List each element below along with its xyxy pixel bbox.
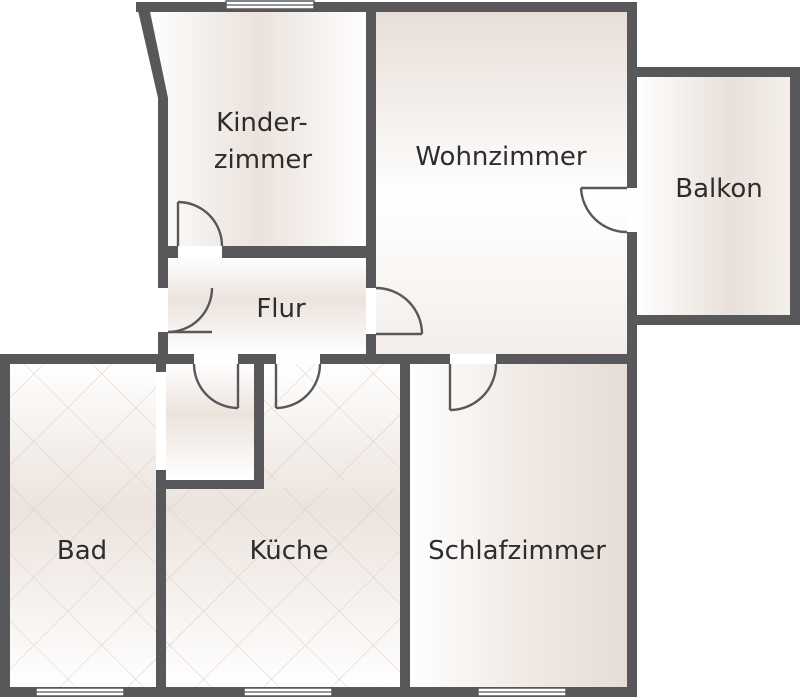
- wall-kinder-left: [158, 98, 168, 266]
- floor-schlafzimmer: [408, 362, 628, 688]
- gap-schlaf: [450, 354, 496, 364]
- tiles-bad: [10, 362, 156, 688]
- gap-kinder: [178, 246, 222, 258]
- wall-balkon-bottom: [627, 315, 800, 325]
- tiles-kueche: [258, 362, 400, 480]
- wall-wohn-right: [627, 2, 637, 364]
- wall-kinder-wohn: [366, 2, 376, 364]
- label-kueche: Küche: [249, 536, 328, 566]
- label-bad: Bad: [57, 536, 107, 566]
- label-kinderzimmer-1: Kinder-: [216, 108, 308, 138]
- floors: [10, 10, 792, 688]
- door-flur-left-arc: [167, 287, 214, 334]
- door-flur-bottom-arc: [192, 363, 239, 410]
- floor-balkon: [636, 76, 792, 316]
- label-balkon: Balkon: [675, 174, 763, 204]
- wall-bad-kueche: [156, 354, 166, 697]
- label-kinderzimmer-2: zimmer: [214, 145, 313, 175]
- wall-ext-bottom: [156, 480, 264, 489]
- gap-flur-bottom-1: [194, 354, 238, 364]
- door-schlaf-arc: [449, 363, 498, 412]
- tiles-kueche-lower: [166, 488, 400, 688]
- wall-ext-right: [254, 354, 264, 488]
- gap-flur-wohn: [366, 288, 376, 334]
- windows: [35, 0, 567, 697]
- label-wohnzimmer: Wohnzimmer: [415, 142, 587, 172]
- gap-bad: [156, 372, 166, 470]
- floor-flur: [166, 256, 368, 354]
- label-schlafzimmer: Schlafzimmer: [428, 536, 606, 566]
- wall-schlaf-right: [627, 354, 637, 697]
- floor-kueche-cover: [166, 362, 258, 480]
- door-wohn-arc: [375, 286, 424, 335]
- wall-left: [0, 354, 10, 697]
- floor-kinderzimmer: [146, 10, 368, 246]
- door-balkon-arc: [579, 187, 628, 234]
- doors: [167, 186, 628, 412]
- room-labels: Kinder- zimmer Wohnzimmer Balkon Flur Ba…: [57, 108, 763, 566]
- label-flur: Flur: [256, 294, 306, 324]
- window-bad: [35, 687, 125, 697]
- wall-balkon-right: [790, 67, 800, 325]
- gap-balkon: [627, 188, 637, 232]
- wall-top: [136, 2, 636, 12]
- door-openings: [156, 188, 637, 470]
- wall-kueche-schlaf: [400, 354, 410, 697]
- wall-balkon-top: [627, 67, 800, 77]
- window-kinder: [225, 0, 315, 10]
- floor-wohnzimmer: [376, 10, 628, 354]
- gap-flur-left: [158, 288, 168, 332]
- window-kueche: [243, 687, 333, 697]
- door-kinder-arc: [177, 200, 224, 247]
- gap-kueche: [276, 354, 320, 364]
- door-kueche-arc: [275, 363, 322, 410]
- wall-kinder-angled: [136, 2, 168, 98]
- window-schlaf: [477, 687, 567, 697]
